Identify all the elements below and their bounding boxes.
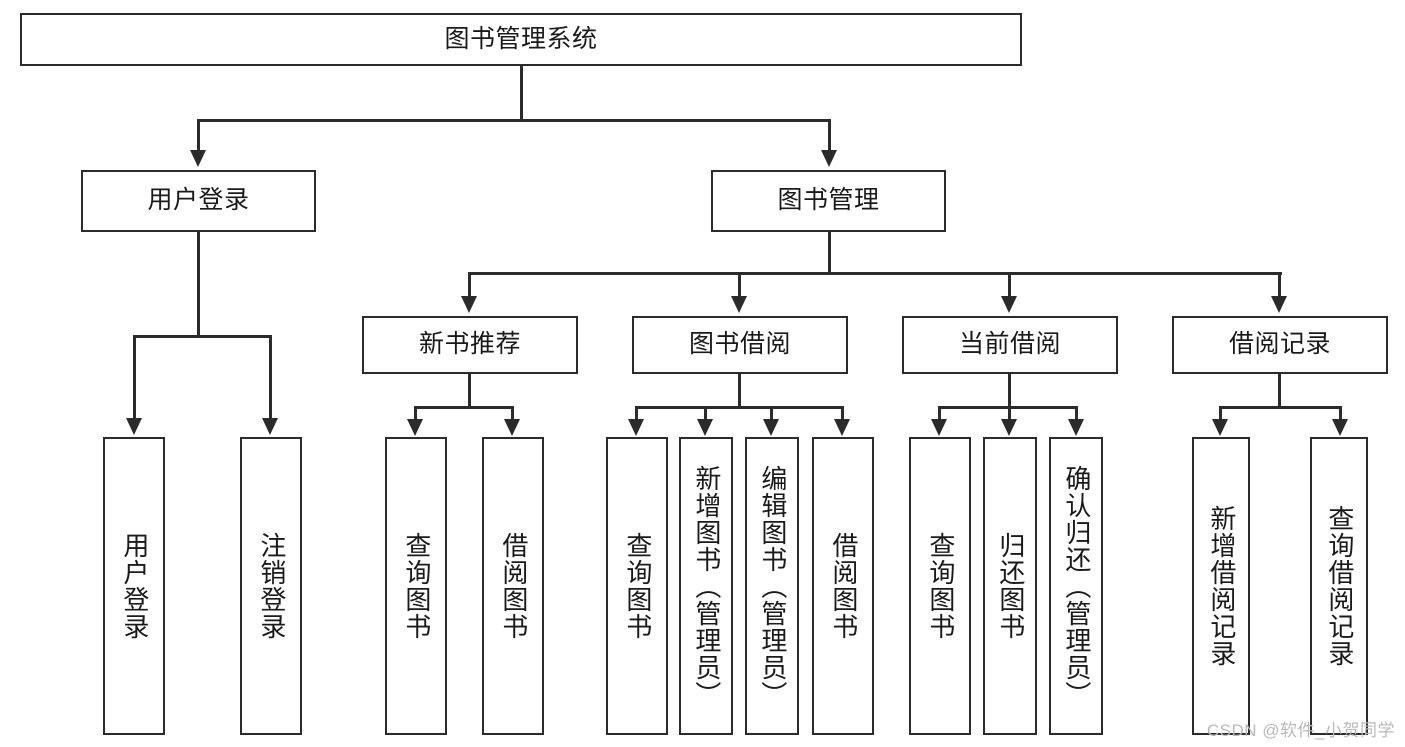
leaf-user-logout[interactable]: 注销登录 [240,437,302,735]
connector-to-leaf-borrow-book-1 [511,406,514,420]
connector-to-leaf-user-login [133,335,136,419]
leaf-borrow-book-2[interactable]: 借阅图书 [812,437,874,735]
arrow-to-user-login [190,150,206,167]
node-new-book-recommend-label: 新书推荐 [418,330,521,359]
arrow-to-current-borrow [1001,296,1017,313]
leaf-borrow-book-2-label: 借阅图书 [828,532,859,640]
connector-borrow-record-stem [1278,374,1281,408]
node-user-login[interactable]: 用户登录 [81,170,316,232]
connector-to-book-borrow [738,272,741,297]
connector-user-login-stem [197,232,200,336]
arrow-to-leaf-confirm-return [1068,419,1084,436]
leaf-query-record[interactable]: 查询借阅记录 [1310,437,1368,735]
connector-book-borrow-bus [635,406,844,409]
connector-to-leaf-add-book [704,406,707,420]
node-book-manage-label: 图书管理 [777,186,880,215]
arrow-to-leaf-query-record [1332,419,1348,436]
node-root[interactable]: 图书管理系统 [20,13,1022,66]
connector-to-leaf-user-logout [269,335,272,419]
connector-to-user-login [197,119,200,151]
arrow-to-leaf-edit-book [763,419,779,436]
leaf-borrow-book-1[interactable]: 借阅图书 [482,437,544,735]
node-user-login-label: 用户登录 [147,186,250,215]
connector-root-stem [520,66,523,120]
arrow-to-borrow-record [1271,296,1287,313]
node-root-label: 图书管理系统 [444,24,598,53]
arrow-to-leaf-user-logout [262,418,278,435]
arrow-to-leaf-add-book [697,419,713,436]
connector-to-leaf-return-book [1008,406,1011,420]
connector-to-leaf-query-book-3 [938,406,941,420]
watermark: CSDN @软件_小贺同学 [1206,721,1395,740]
arrow-to-leaf-borrow-book-2 [834,419,850,436]
leaf-add-book[interactable]: 新增图书（管理员） [679,437,733,735]
connector-to-current-borrow [1008,272,1011,297]
leaf-add-record[interactable]: 新增借阅记录 [1192,437,1250,735]
leaf-add-record-label: 新增借阅记录 [1206,505,1237,667]
node-book-borrow[interactable]: 图书借阅 [632,316,848,374]
connector-book-manage-stem [828,232,831,274]
leaf-query-book-3[interactable]: 查询图书 [909,437,971,735]
leaf-edit-book-label: 编辑图书（管理员） [757,464,788,708]
arrow-to-new-book-recommend [461,296,477,313]
arrow-to-book-borrow [731,296,747,313]
connector-level2-bus [468,272,1282,275]
arrow-to-leaf-query-book-2 [628,419,644,436]
connector-to-leaf-query-book-2 [635,406,638,420]
arrow-to-leaf-query-book-3 [931,419,947,436]
connector-to-book-manage [828,119,831,151]
leaf-edit-book[interactable]: 编辑图书（管理员） [745,437,799,735]
leaf-query-book-2-label: 查询图书 [622,532,653,640]
node-current-borrow[interactable]: 当前借阅 [902,316,1118,374]
leaf-user-logout-label: 注销登录 [256,532,287,640]
leaf-query-book-3-label: 查询图书 [925,532,956,640]
connector-level1-bus [197,119,830,122]
connector-new-book-recommend-bus [414,406,514,409]
leaf-query-book-1[interactable]: 查询图书 [385,437,447,735]
leaf-confirm-return[interactable]: 确认归还（管理员） [1049,437,1103,735]
leaf-borrow-book-1-label: 借阅图书 [498,532,529,640]
connector-borrow-record-bus [1219,406,1341,409]
connector-to-leaf-query-book-1 [414,406,417,420]
connector-to-new-book-recommend [468,272,471,297]
arrow-to-leaf-return-book [1001,419,1017,436]
node-new-book-recommend[interactable]: 新书推荐 [362,316,578,374]
leaf-query-book-1-label: 查询图书 [401,532,432,640]
connector-to-leaf-query-record [1339,406,1342,420]
arrow-to-leaf-user-login [126,418,142,435]
leaf-return-book-label: 归还图书 [995,532,1026,640]
node-book-borrow-label: 图书借阅 [688,330,791,359]
connector-to-leaf-edit-book [770,406,773,420]
arrow-to-leaf-add-record [1212,419,1228,436]
leaf-user-login-label: 用户登录 [119,532,150,640]
connector-to-borrow-record [1278,272,1281,297]
leaf-query-book-2[interactable]: 查询图书 [606,437,668,735]
connector-to-leaf-confirm-return [1075,406,1078,420]
arrow-to-book-manage [821,150,837,167]
leaf-confirm-return-label: 确认归还（管理员） [1061,464,1092,708]
connector-user-login-bus [133,335,271,338]
connector-book-borrow-stem [738,374,741,408]
arrow-to-leaf-borrow-book-1 [504,419,520,436]
leaf-user-login[interactable]: 用户登录 [103,437,165,735]
leaf-add-book-label: 新增图书（管理员） [691,464,722,708]
connector-to-leaf-borrow-book-2 [841,406,844,420]
node-borrow-record-label: 借阅记录 [1228,330,1331,359]
node-book-manage[interactable]: 图书管理 [711,170,946,232]
leaf-query-record-label: 查询借阅记录 [1324,505,1355,667]
connector-current-borrow-stem [1008,374,1011,408]
arrow-to-leaf-query-book-1 [407,419,423,436]
node-borrow-record[interactable]: 借阅记录 [1172,316,1388,374]
leaf-return-book[interactable]: 归还图书 [983,437,1037,735]
connector-new-book-recommend-stem [468,374,471,408]
node-current-borrow-label: 当前借阅 [958,330,1061,359]
connector-to-leaf-add-record [1219,406,1222,420]
